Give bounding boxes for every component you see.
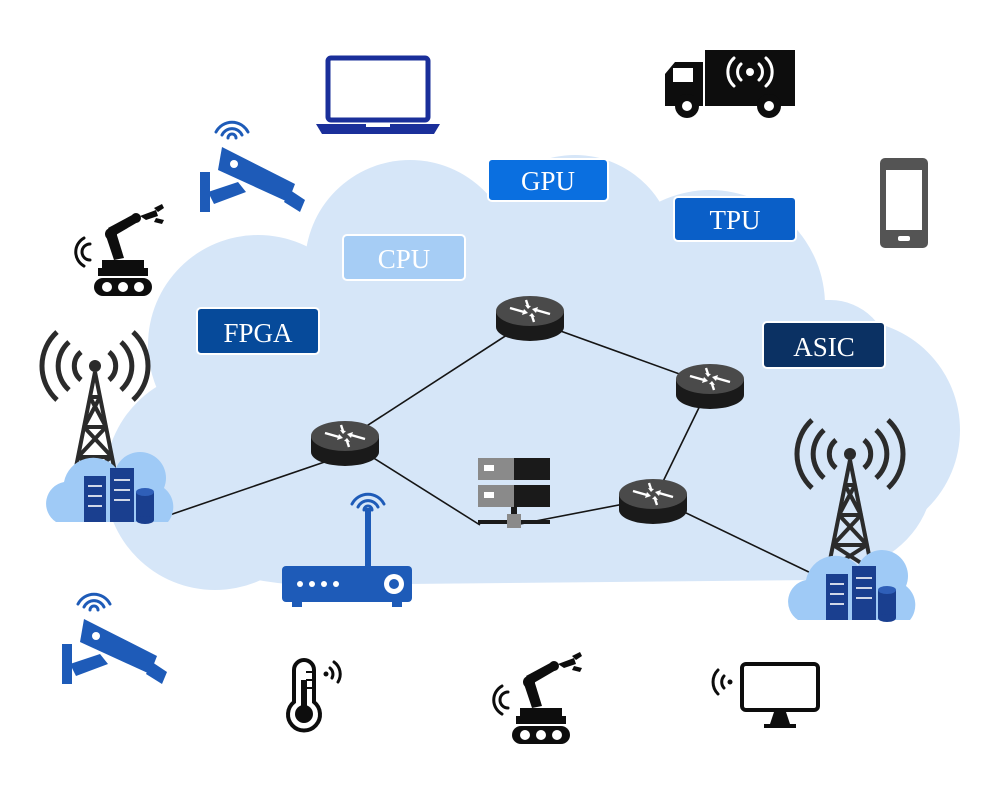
gpu-label: GPU (521, 166, 575, 196)
asic-box: ASIC (762, 321, 886, 369)
router-icon (617, 477, 689, 526)
fpga-box: FPGA (196, 307, 320, 355)
cpu-label: CPU (378, 244, 431, 274)
smartphone-icon (880, 158, 928, 248)
robot-arm-icon (492, 650, 584, 746)
security-camera-icon (62, 592, 167, 684)
router-icon (494, 294, 566, 343)
security-camera-icon (200, 120, 305, 212)
robot-arm-icon (74, 202, 166, 298)
router-icon (309, 419, 381, 468)
router-icon (674, 362, 746, 411)
cpu-box: CPU (342, 234, 466, 281)
central-cloud (105, 155, 960, 590)
gpu-box: GPU (487, 158, 609, 202)
tpu-box: TPU (673, 196, 797, 242)
laptop-icon (316, 55, 440, 134)
wifi-router-icon (282, 492, 412, 607)
edge-datacenter-icon (45, 451, 175, 525)
truck-icon (665, 50, 795, 118)
asic-label: ASIC (793, 332, 855, 362)
fpga-label: FPGA (223, 318, 293, 348)
server-rack-icon (478, 458, 550, 528)
tpu-label: TPU (709, 205, 760, 235)
monitor-icon (711, 662, 820, 728)
thermometer-icon (286, 657, 342, 733)
